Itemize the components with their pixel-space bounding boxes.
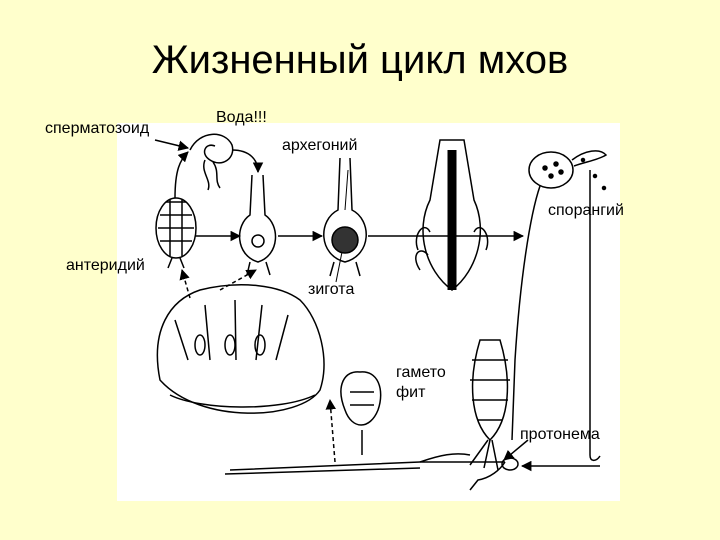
label-gametophyte-line1: гамето	[396, 364, 446, 381]
label-sporangium: спорангий	[548, 202, 624, 219]
gametophyte-clump-drawing	[156, 284, 325, 414]
sporangium-drawing	[511, 150, 608, 462]
archegonium-2-drawing	[323, 157, 367, 277]
protonema-drawing	[224, 453, 519, 491]
slide-title: Жизненный цикл мхов	[151, 38, 569, 82]
archegonium-1-drawing	[238, 174, 277, 276]
label-protonema: протонема	[520, 426, 600, 443]
diagram-panel	[117, 123, 620, 501]
gametophyte-right-drawing	[469, 339, 510, 471]
label-antheridium: антеридий	[66, 257, 145, 274]
label-water: Вода!!!	[216, 109, 267, 126]
label-gametophyte-line2: фит	[396, 384, 426, 401]
label-archegonium: архегоний	[282, 137, 358, 154]
label-sperm: сперматозоид	[45, 120, 150, 137]
sperm-cell-drawing	[189, 133, 234, 191]
sporophyte-young-drawing	[415, 139, 489, 291]
gametophyte-small-drawing	[340, 371, 382, 455]
antheridium-drawing	[155, 197, 197, 269]
label-zygote: зигота	[308, 281, 355, 298]
